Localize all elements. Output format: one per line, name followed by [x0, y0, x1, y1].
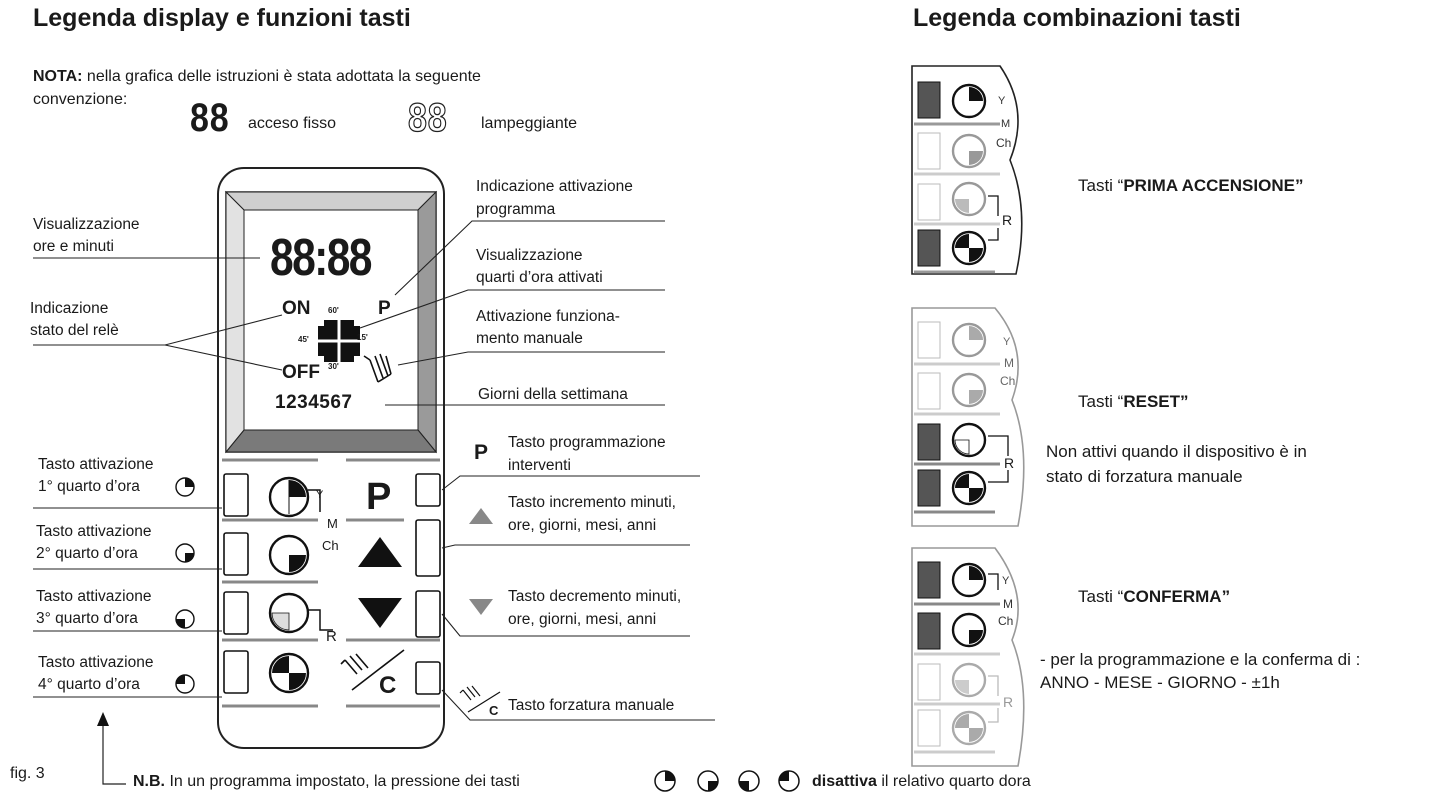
callout-q4-1: Tasto attivazione — [38, 654, 154, 671]
callout-q3-1: Tasto attivazione — [36, 588, 152, 605]
p2-r: R — [1004, 455, 1015, 471]
relay-off: OFF — [282, 362, 320, 383]
right-title: Legenda combinazioni tasti — [913, 4, 1241, 32]
dec-triangle-icon — [469, 599, 493, 615]
manual-button[interactable]: C — [379, 672, 397, 699]
relay-on: ON — [282, 298, 311, 319]
quarter-button-1-icon — [268, 476, 310, 518]
weekdays: 1234567 — [275, 392, 353, 413]
forz-c-icon: C — [489, 703, 499, 718]
up-arrow-icon — [358, 537, 402, 567]
key-ch: Ch — [322, 538, 339, 553]
program-p: P — [378, 298, 391, 319]
callout-quarters-1: Visualizzazione — [476, 247, 583, 264]
p2-y: Y — [1003, 336, 1011, 348]
prog-p-icon: P — [474, 441, 489, 464]
callout-dec-2: ore, giorni, mesi, anni — [508, 611, 657, 628]
quarter-cross-icon — [316, 318, 362, 364]
callout-manual-2: mento manuale — [476, 330, 583, 347]
conferma-note-1: - per la programmazione e la conferma di… — [1040, 650, 1361, 669]
p2-m: M — [1004, 356, 1014, 370]
steady-digits: 88 — [190, 96, 230, 140]
callout-forz: Tasto forzatura manuale — [508, 697, 675, 714]
combo-conferma: Tasti “CONFERMA” — [1078, 587, 1231, 606]
key-r: R — [326, 628, 337, 645]
combo-panel-2 — [911, 307, 1025, 527]
callout-q2-1: Tasto attivazione — [36, 523, 152, 540]
nb-text: N.B. In un programma impostato, la press… — [133, 773, 520, 790]
nb-tail: disattiva il relativo quarto dora — [812, 773, 1031, 790]
nota-line-1: NOTA: nella grafica delle istruzioni è s… — [33, 68, 481, 85]
callout-prog-key-1: Tasto programmazione — [508, 434, 666, 451]
p2-ch: Ch — [1000, 374, 1016, 388]
p1-m: M — [1001, 118, 1011, 130]
nota-line-2: convenzione: — [33, 91, 128, 108]
conferma-note-2: ANNO - MESE - GIORNO - ±1h — [1040, 673, 1280, 692]
callout-quarters-2: quarti d’ora attivati — [476, 269, 603, 286]
program-button[interactable]: P — [366, 476, 392, 518]
quarter-button-3-icon — [268, 592, 310, 634]
callout-relay-2: stato del relè — [30, 322, 119, 339]
inc-triangle-icon — [469, 508, 493, 524]
callout-lines — [33, 220, 715, 721]
nb-quarter-icons — [654, 770, 800, 792]
steady-label: acceso fisso — [248, 115, 337, 132]
blink-label: lampeggiante — [481, 115, 578, 132]
blink-digits: 88 — [407, 95, 448, 140]
figure-label: fig. 3 — [10, 765, 45, 782]
quarter-30: 30' — [328, 362, 339, 371]
quarter-60: 60' — [328, 306, 339, 315]
quarter-15: 15' — [357, 333, 368, 342]
reset-note-2: stato di forzatura manuale — [1046, 467, 1243, 486]
p1-r: R — [1002, 212, 1013, 228]
callout-prog-ind-2: programma — [476, 201, 556, 218]
small-keys — [223, 473, 441, 695]
device-separators — [222, 458, 440, 708]
combo-panel-3 — [911, 547, 1025, 767]
p3-y: Y — [1002, 575, 1010, 587]
combo-panel-1 — [911, 65, 1023, 275]
callout-q2-2: 2° quarto d’ora — [36, 545, 138, 562]
manual-key-hand-icon — [340, 649, 405, 691]
p3-ch: Ch — [998, 614, 1014, 628]
callout-prog-ind-1: Indicazione attivazione — [476, 178, 633, 195]
callout-time-1: Visualizzazione — [33, 216, 140, 233]
callout-time-2: ore e minuti — [33, 238, 114, 255]
callout-q1-1: Tasto attivazione — [38, 456, 154, 473]
key-y: Y — [316, 489, 324, 501]
callout-inc-2: ore, giorni, mesi, anni — [508, 517, 657, 534]
callout-q1-2: 1° quarto d’ora — [38, 478, 140, 495]
p1-y: Y — [998, 95, 1006, 107]
down-arrow-icon — [358, 598, 402, 628]
p3-r: R — [1003, 694, 1014, 710]
callout-relay-1: Indicazione — [30, 300, 109, 317]
quarter-button-2-icon — [268, 534, 310, 576]
callout-manual-1: Attivazione funziona- — [476, 308, 620, 325]
left-title: Legenda display e funzioni tasti — [33, 4, 411, 32]
quarter-button-4-icon — [268, 652, 310, 694]
forz-hand-icon — [459, 685, 501, 713]
callout-inc-1: Tasto incremento minuti, — [508, 494, 676, 511]
callout-prog-key-2: interventi — [508, 457, 571, 474]
p3-m: M — [1003, 597, 1013, 611]
combo-prima: Tasti “PRIMA ACCENSIONE” — [1078, 176, 1304, 195]
callout-days: Giorni della settimana — [478, 386, 628, 403]
callout-dec-1: Tasto decremento minuti, — [508, 588, 682, 605]
p1-ch: Ch — [996, 136, 1012, 150]
quarter-45: 45' — [298, 335, 309, 344]
hand-icon — [363, 353, 392, 383]
callout-q4-2: 4° quarto d’ora — [38, 676, 140, 693]
callout-q3-2: 3° quarto d’ora — [36, 610, 138, 627]
key-m: M — [327, 516, 338, 531]
time-display: 88:88 — [270, 229, 372, 287]
combo-reset: Tasti “RESET” — [1078, 392, 1189, 411]
reset-note-1: Non attivi quando il dispositivo è in — [1046, 442, 1307, 461]
